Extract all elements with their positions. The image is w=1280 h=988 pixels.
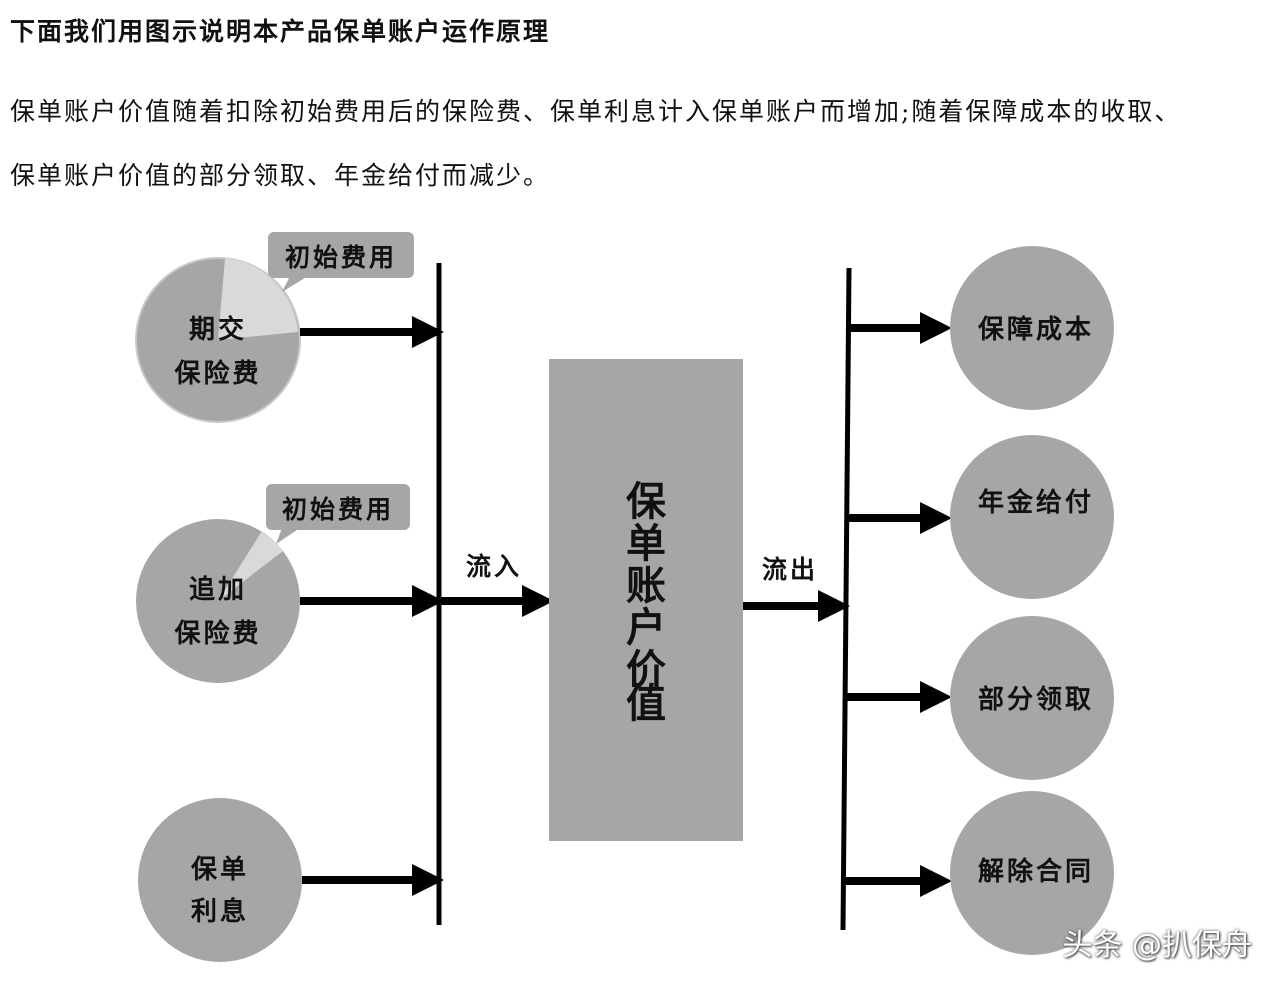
outflow-distribution-bar xyxy=(840,267,852,931)
policy-interest-node: 保单 利息 xyxy=(138,798,302,962)
source-watermark: 头条 @扒保舟 xyxy=(1062,928,1252,963)
account-value-char-3: 账 xyxy=(626,563,666,609)
additional-premium-line1: 追加 xyxy=(189,574,247,605)
initial-fee-slice-1 xyxy=(218,258,298,340)
account-value-char-5: 价 xyxy=(626,647,666,693)
policy-interest-line2: 利息 xyxy=(191,896,249,927)
annuity-payment-label: 年金给付 xyxy=(978,487,1094,518)
initial-fee-slice-2 xyxy=(218,531,283,601)
account-value-char-4: 户 xyxy=(626,605,666,651)
additional-premium-line2: 保险费 xyxy=(173,618,261,649)
partial-withdrawal-node: 部分领取 xyxy=(950,616,1114,780)
regular-premium-line1: 期交 xyxy=(189,314,247,345)
protection-cost-node: 保障成本 xyxy=(950,246,1114,410)
regular-premium-node: 期交 保险费 xyxy=(135,257,301,423)
initial-fee-callout-1: 初始费用 xyxy=(268,232,414,292)
account-value-char-6: 值 xyxy=(626,681,666,727)
account-value-char-2: 单 xyxy=(626,521,666,567)
description-line-2: 保单账户价值的部分领取、年金给付而减少。 xyxy=(10,161,551,190)
regular-premium-line2: 保险费 xyxy=(173,358,261,389)
surrender-label: 解除合同 xyxy=(978,856,1094,887)
policy-interest-line1: 保单 xyxy=(190,855,249,885)
protection-cost-label: 保障成本 xyxy=(977,314,1094,345)
annuity-payment-node: 年金给付 xyxy=(950,435,1114,599)
initial-fee-label-1: 初始费用 xyxy=(285,243,397,272)
inflow-label: 流入 xyxy=(466,552,522,581)
description-line-1: 保单账户价值随着扣除初始费用后的保险费、保单利息计入保单账户而增加;随着保障成本… xyxy=(10,97,1182,126)
initial-fee-label-2: 初始费用 xyxy=(282,495,394,524)
page-heading: 下面我们用图示说明本产品保单账户运作原理 xyxy=(10,17,551,46)
account-value-box: 保 单 账 户 价 值 xyxy=(549,359,743,841)
surrender-node: 解除合同 xyxy=(950,791,1114,955)
additional-premium-node: 追加 保险费 xyxy=(136,519,300,683)
partial-withdrawal-label: 部分领取 xyxy=(978,684,1094,715)
outflow-label: 流出 xyxy=(762,555,818,584)
initial-fee-callout-2: 初始费用 xyxy=(266,484,410,544)
account-value-char-1: 保 xyxy=(626,479,667,525)
